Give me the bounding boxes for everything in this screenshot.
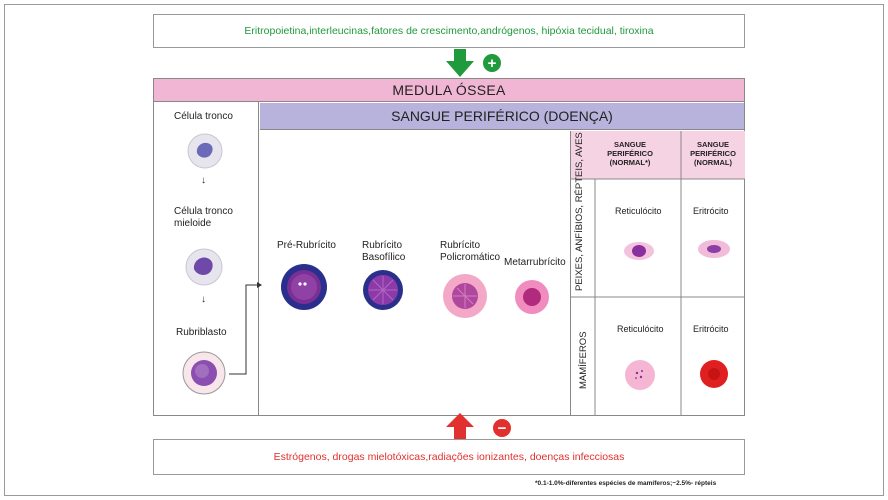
rubricito-basofilico-cell-icon (363, 270, 403, 310)
myeloid-stem-cell-icon (185, 248, 223, 286)
down-arrow-icon-2: ↓ (201, 294, 206, 305)
mammal-reticulocyte-icon (625, 360, 655, 390)
mammal-reticulocyte-label: Reticulócito (617, 324, 664, 334)
minus-sign-text: − (497, 419, 507, 437)
grid-lines (571, 131, 745, 415)
basofilico-label: Rubrícito Basofílico (362, 240, 406, 263)
marrow-lineage-column: Célula tronco ↓ Célula tronco mieloide ↓… (154, 102, 259, 415)
stimulus-arrow-down-icon (446, 49, 474, 77)
stimulating-factors-box: Eritropoietina,interleucinas,fatores de … (153, 14, 745, 48)
sangue-periferico-doenca-title: SANGUE PERIFÉRICO (DOENÇA) (391, 108, 613, 124)
inhibiting-factors-text: Estrógenos, drogas mielotóxicas,radiaçõe… (273, 451, 625, 463)
plus-sign-text: + (487, 54, 497, 72)
figure-frame (4, 4, 884, 496)
myeloid-stem-cell-label: Célula tronco mieloide (174, 206, 233, 229)
rubricito-policromatico-cell-icon (443, 274, 487, 318)
policromatico-label: Rubrícito Policromático (440, 240, 501, 263)
inhibit-arrow-up-icon (446, 413, 474, 441)
down-arrow-icon-1: ↓ (201, 175, 206, 186)
non-mammals-label: PEIXES, ANFÍBIOS, RÉPTEIS, AVES (574, 132, 585, 291)
non-mammal-reticulocyte-label: Reticulócito (615, 206, 662, 216)
stem-cell-label: Célula tronco (174, 111, 233, 122)
normal-star-header: SANGUE PERIFÉRICO (NORMAL*) (607, 140, 653, 167)
metarrubricito-cell-icon (515, 280, 549, 314)
prerubricito-label: Pré-Rubrícito (277, 240, 336, 251)
normal-header: SANGUE PERIFÉRICO (NORMAL) (690, 140, 736, 167)
non-mammal-erythrocyte-icon (698, 240, 730, 258)
footnote: *0.1-1.0%-diferentes espécies de mamífer… (535, 480, 717, 487)
stem-cell-icon (187, 133, 223, 169)
maturation-stages: Pré-Rubrícito Rubrícito Basofílico Rubrí… (260, 131, 570, 415)
peripheral-blood-normal-grid: SANGUE PERIFÉRICO (NORMAL*) SANGUE PERIF… (570, 131, 745, 415)
mammal-erythrocyte-label: Eritrócito (693, 324, 729, 334)
rubriblast-connector-arrow-icon (229, 282, 262, 375)
plus-icon: + (483, 54, 501, 72)
sangue-periferico-doenca-header: SANGUE PERIFÉRICO (DOENÇA) (260, 103, 744, 130)
medula-ossea-header: MEDULA ÓSSEA (154, 79, 744, 102)
non-mammal-erythrocyte-label: Eritrócito (693, 206, 729, 216)
prerubricito-cell-icon (281, 264, 327, 310)
metarrubricito-label: Metarrubrícito (504, 257, 566, 268)
inhibiting-factors-box: Estrógenos, drogas mielotóxicas,radiaçõe… (153, 439, 745, 475)
stimulating-factors-text: Eritropoietina,interleucinas,fatores de … (244, 25, 654, 37)
mammals-label: MAMÍFEROS (578, 331, 589, 389)
mammal-erythrocyte-icon (700, 360, 728, 388)
non-mammal-reticulocyte-icon (624, 242, 654, 260)
minus-icon: − (493, 419, 511, 437)
rubriblast-icon (182, 351, 226, 395)
hematopoiesis-diagram: MEDULA ÓSSEA Célula tronco ↓ Célula tron… (153, 78, 745, 416)
medula-ossea-title: MEDULA ÓSSEA (392, 82, 506, 98)
rubriblast-label: Rubriblasto (176, 327, 227, 338)
